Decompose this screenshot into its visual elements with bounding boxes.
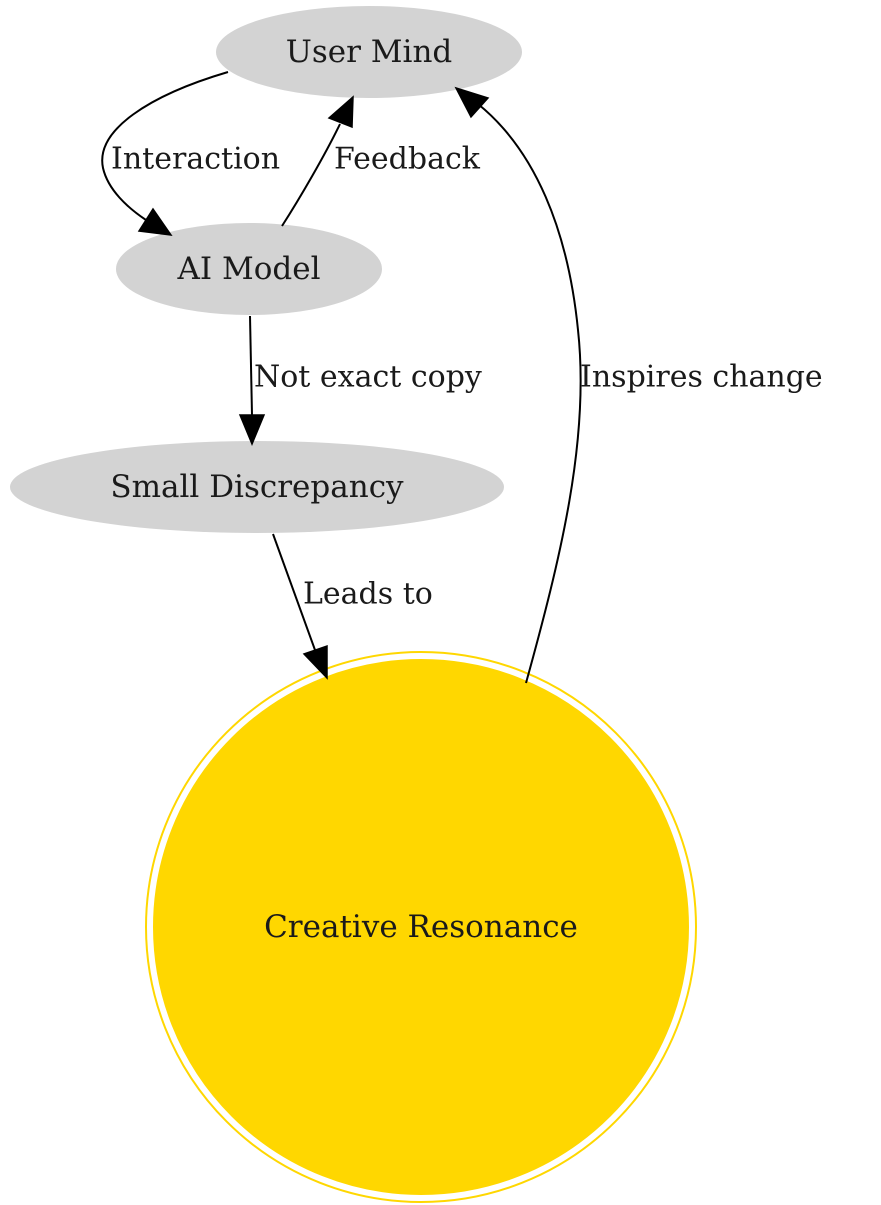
edge-inspires-change-label: Inspires change bbox=[580, 360, 823, 395]
edge-leads-to-label: Leads to bbox=[303, 577, 433, 612]
node-ai-model[interactable]: AI Model bbox=[116, 223, 382, 315]
edge-feedback-label: Feedback bbox=[334, 142, 481, 177]
node-small-discrepancy[interactable]: Small Discrepancy bbox=[10, 441, 504, 533]
node-creative-resonance-outer-ring bbox=[145, 651, 697, 1203]
edge-feedback-arrowhead bbox=[327, 95, 354, 129]
edge-inspires-change-line bbox=[477, 103, 582, 684]
edge-inspires-change: Inspires change bbox=[454, 86, 823, 684]
edge-leads-to-arrowhead bbox=[302, 644, 328, 680]
edge-leads-to: Leads to bbox=[272, 533, 433, 680]
node-creative-resonance-label: Creative Resonance bbox=[264, 909, 578, 945]
edge-not-exact-copy-line bbox=[249, 315, 253, 416]
node-ai-model-shape bbox=[116, 223, 382, 315]
edge-interaction: Interaction bbox=[101, 71, 280, 236]
edge-feedback-line bbox=[281, 123, 341, 227]
edge-not-exact-copy-label: Not exact copy bbox=[254, 360, 482, 395]
edge-leads-to-line bbox=[272, 533, 316, 651]
node-user-mind-shape bbox=[216, 6, 522, 98]
node-creative-resonance-shape bbox=[153, 659, 689, 1195]
node-small-discrepancy-label: Small Discrepancy bbox=[110, 469, 404, 505]
node-user-mind[interactable]: User Mind bbox=[216, 6, 522, 98]
edge-inspires-change-arrowhead bbox=[454, 86, 490, 119]
edge-not-exact-copy: Not exact copy bbox=[238, 315, 482, 446]
edge-interaction-label: Interaction bbox=[111, 142, 280, 177]
edge-feedback: Feedback bbox=[281, 95, 481, 227]
edge-not-exact-copy-arrowhead bbox=[238, 414, 266, 446]
node-ai-model-label: AI Model bbox=[177, 251, 321, 287]
node-creative-resonance[interactable]: Creative Resonance bbox=[145, 651, 697, 1203]
edge-interaction-line bbox=[101, 71, 229, 221]
edge-interaction-arrowhead bbox=[137, 207, 173, 236]
node-small-discrepancy-shape bbox=[10, 441, 504, 533]
node-user-mind-label: User Mind bbox=[286, 34, 453, 70]
